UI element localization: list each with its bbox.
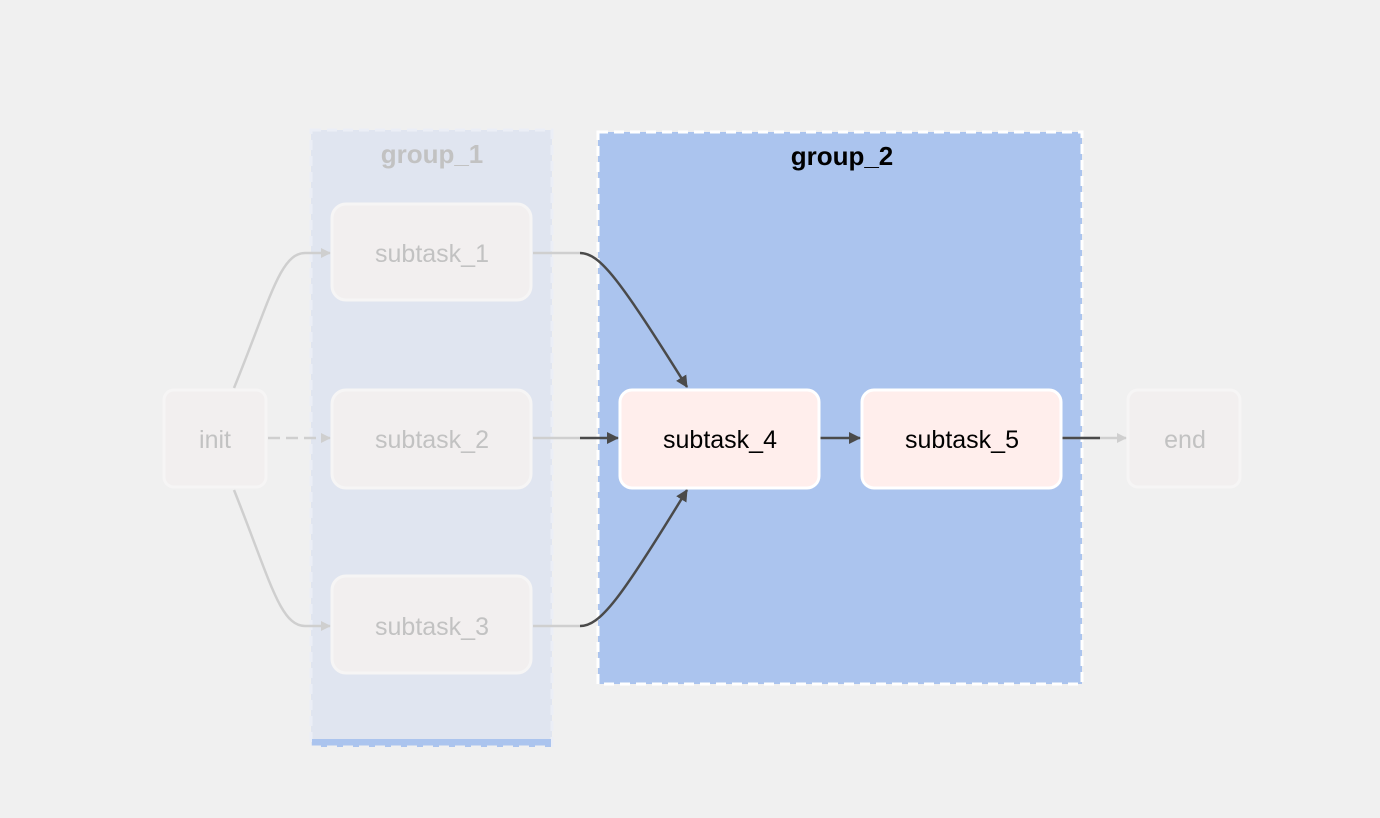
node-label: subtask_1 xyxy=(375,240,489,268)
node-label: subtask_5 xyxy=(905,426,1019,454)
node-subtask-5[interactable]: subtask_5 xyxy=(860,388,1063,490)
node-end[interactable]: end xyxy=(1126,388,1242,489)
node-subtask-4[interactable]: subtask_4 xyxy=(618,388,821,490)
edge-subtask-3-subtask-4 xyxy=(579,489,689,628)
node-subtask-1[interactable]: subtask_1 xyxy=(330,202,533,302)
node-label: subtask_4 xyxy=(663,426,777,454)
node-subtask-3[interactable]: subtask_3 xyxy=(330,574,533,675)
node-label: subtask_3 xyxy=(375,613,489,641)
node-label: subtask_2 xyxy=(375,426,489,454)
node-subtask-2[interactable]: subtask_2 xyxy=(330,388,533,490)
node-label: end xyxy=(1164,426,1206,454)
node-label: init xyxy=(199,426,231,454)
edge-init-subtask-1 xyxy=(232,248,331,389)
edge-subtask-1-subtask-4 xyxy=(579,251,689,388)
node-init[interactable]: init xyxy=(162,388,268,489)
group-1-label: group_1 xyxy=(381,139,484,169)
edge-init-subtask-3 xyxy=(232,489,331,631)
group-2-label: group_2 xyxy=(791,141,894,171)
edges-active xyxy=(579,251,1100,628)
